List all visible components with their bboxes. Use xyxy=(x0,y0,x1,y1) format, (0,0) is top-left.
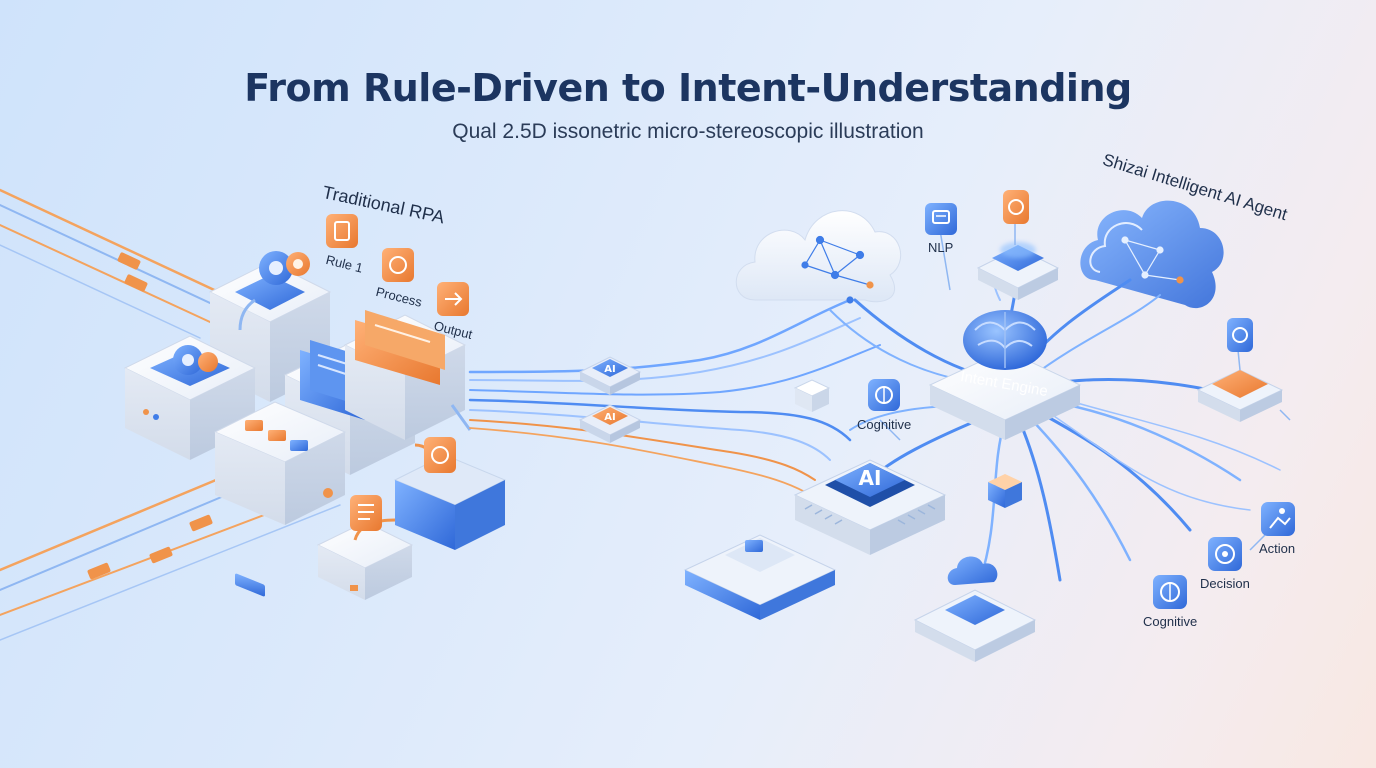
list-card-icon xyxy=(350,495,382,531)
bottom-blue-platform xyxy=(683,534,837,620)
small-glass-cube xyxy=(793,379,831,412)
central-chip-label: AI xyxy=(859,466,882,490)
bridge-chip-upper xyxy=(578,356,642,395)
decision-icon xyxy=(1208,537,1242,571)
cognitive-label-top: Cognitive xyxy=(857,417,912,432)
intent-engine-platform xyxy=(928,349,1082,440)
bridge-fiber-lines xyxy=(468,298,881,493)
brain-card-icon-top xyxy=(1003,190,1029,224)
orange-panel-stack xyxy=(355,310,445,385)
cloud-network-right xyxy=(1080,200,1224,309)
bridge-chip-lower xyxy=(578,404,642,443)
nlp-chip-module xyxy=(976,242,1060,300)
cognitive-icon-top xyxy=(868,379,900,411)
action-label: Action xyxy=(1259,541,1296,556)
small-blue-cube xyxy=(988,474,1022,508)
action-icon xyxy=(1261,502,1295,536)
brain-icon xyxy=(963,310,1047,370)
page-subtitle: Qual 2.5D issonetric micro-stereoscopic … xyxy=(452,120,924,143)
central-ai-chip xyxy=(793,459,947,555)
nlp-chat-icon xyxy=(925,203,957,235)
output-card-icon xyxy=(437,282,469,316)
brain-card-icon-agent xyxy=(1227,318,1253,352)
gear-icon xyxy=(173,345,218,375)
process-card-icon xyxy=(382,248,414,282)
bridge-chip-label-lower: AI xyxy=(604,412,615,423)
gear-icon xyxy=(259,251,310,285)
front-small-cube xyxy=(316,521,414,600)
bridge-chip-label-upper: AI xyxy=(604,364,615,375)
bottom-cloud-chip xyxy=(913,556,1037,662)
decision-label: Decision xyxy=(1200,576,1250,591)
nlp-label: NLP xyxy=(928,240,954,255)
cloud-network-left xyxy=(735,210,902,304)
cognitive-icon-bottom xyxy=(1153,575,1187,609)
blue-base-cube xyxy=(393,454,507,550)
agent-chip-module xyxy=(1196,369,1284,422)
brain-card-icon-left xyxy=(424,437,456,473)
page-title: From Rule-Driven to Intent-Understanding xyxy=(244,66,1132,110)
cognitive-label-bottom: Cognitive xyxy=(1143,614,1198,629)
button-cube xyxy=(213,401,347,597)
rule-card-icon xyxy=(326,214,358,248)
rpa-block-cluster xyxy=(123,251,507,600)
